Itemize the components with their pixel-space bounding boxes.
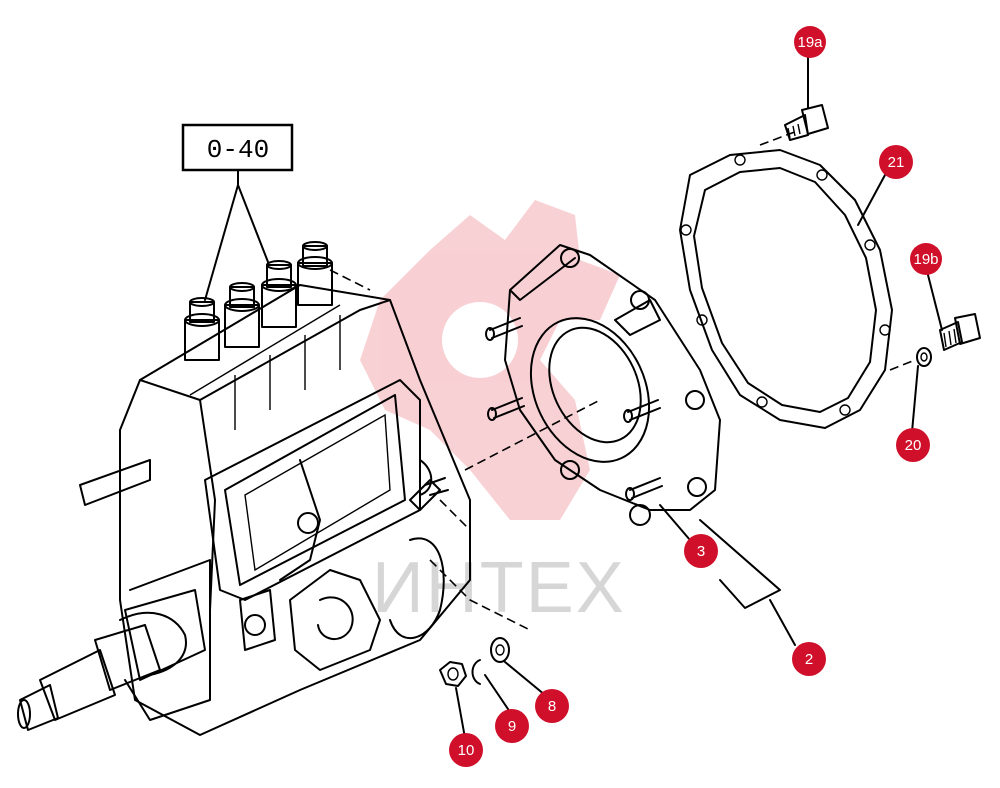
ref-box: 0-40 (181, 123, 294, 301)
callout-21: 21 (879, 145, 913, 179)
svg-text:B: B (938, 254, 948, 271)
drive-shaft (17, 589, 206, 731)
assembly-lines (329, 129, 916, 631)
studs (485, 317, 663, 501)
svg-text:19b: 19b (913, 251, 938, 268)
watermark-gear-icon (360, 200, 620, 520)
svg-text:21: 21 (888, 154, 905, 171)
gasket (679, 149, 893, 429)
callout-2: 2 (792, 642, 826, 676)
svg-text:A: A (832, 39, 842, 56)
injection-pump (79, 284, 471, 736)
bolt-19a (784, 104, 829, 141)
svg-text:2: 2 (805, 651, 813, 668)
callout-10: 10 (449, 733, 483, 767)
callout-9: 9 (495, 709, 529, 743)
washer-20 (916, 347, 932, 367)
flange-plate (504, 244, 781, 609)
leader-lines (455, 54, 943, 739)
svg-text:20: 20 (905, 437, 922, 454)
svg-text:3: 3 (697, 543, 705, 560)
delivery-valves (184, 241, 333, 361)
callout-19b: B 19b (910, 243, 948, 275)
bolt-19b (939, 313, 981, 351)
callout-19a: A 19a (794, 26, 842, 58)
nut-10 (439, 661, 467, 687)
ref-box-label: 0-40 (207, 135, 269, 165)
washer-8 (490, 637, 510, 663)
callout-20: 20 (896, 428, 930, 462)
callout-3: 3 (684, 534, 718, 568)
svg-text:9: 9 (508, 718, 516, 735)
spring-washer-9 (471, 659, 481, 685)
watermark-text: ИНТЕХ (372, 548, 626, 628)
callout-8: 8 (535, 689, 569, 723)
svg-text:10: 10 (458, 742, 475, 759)
watermark: ИНТЕХ (360, 200, 626, 628)
svg-text:8: 8 (548, 698, 556, 715)
svg-text:19a: 19a (797, 34, 823, 51)
